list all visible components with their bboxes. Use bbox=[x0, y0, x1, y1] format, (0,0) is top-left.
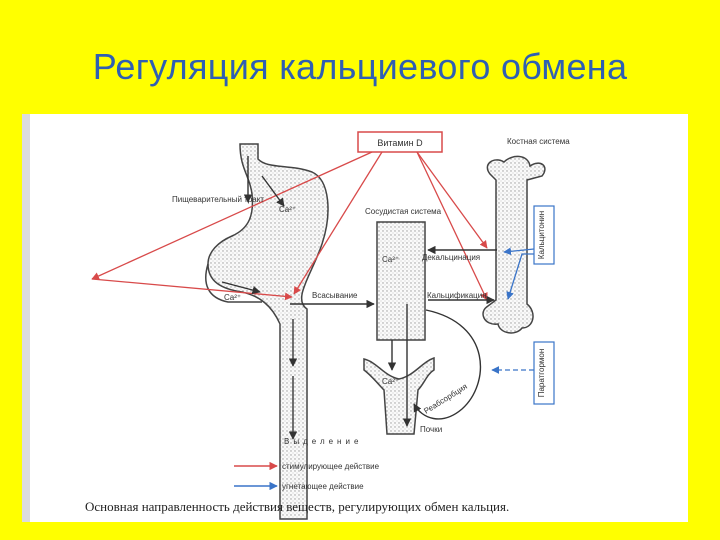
vitamin-d-label: Витамин D bbox=[377, 138, 423, 148]
intestine-loop bbox=[205, 263, 262, 303]
ca-ion-label-kidney: Ca²⁺ bbox=[382, 377, 399, 386]
bone-system-label: Костная система bbox=[507, 137, 570, 146]
stimulating-arrows bbox=[91, 151, 488, 301]
parathyroid-label: Паратгормон bbox=[537, 349, 546, 398]
diagram-legend: стимулирующее действие угнетающее действ… bbox=[234, 461, 380, 491]
calcitonin-label: Кальцитонин bbox=[537, 211, 546, 259]
calcification-label: Кальцификация bbox=[427, 291, 487, 300]
calcitonin-box bbox=[533, 205, 555, 265]
parathyroid-box bbox=[533, 341, 555, 405]
bone-shape bbox=[482, 155, 546, 334]
calcium-flow-arrows bbox=[221, 156, 497, 440]
circulatory-column bbox=[376, 221, 426, 341]
ca-ion-label-intestine: Ca²⁺ bbox=[224, 293, 241, 302]
digestive-tract-shape bbox=[207, 143, 329, 520]
figure-caption: Основная направленность действия веществ… bbox=[85, 499, 510, 514]
calcium-regulation-diagram: Витамин D Кальцитонин Паратгормон bbox=[22, 114, 570, 522]
reabsorption-label: Реабсорбция bbox=[422, 382, 469, 416]
ca-ion-label-stomach: Ca²⁺ bbox=[279, 205, 296, 214]
decalcification-label: Декальцинация bbox=[422, 253, 480, 262]
absorption-label: Всасывание bbox=[312, 291, 358, 300]
inhibiting-arrows bbox=[491, 247, 535, 374]
ca-ion-label-blood: Ca²⁺ bbox=[382, 255, 399, 264]
kidneys-label: Почки bbox=[420, 425, 442, 434]
legend-inhibiting-label: угнетающее действие bbox=[282, 482, 364, 491]
calcium-regulation-figure: Витамин D Кальцитонин Паратгормон bbox=[22, 114, 688, 522]
circulatory-system-label: Сосудистая система bbox=[365, 207, 442, 216]
kidney-shape bbox=[363, 356, 435, 435]
excretion-label: Выделение bbox=[284, 437, 362, 446]
slide-title: Регуляция кальциевого обмена bbox=[92, 46, 628, 87]
vitamin-d-box bbox=[357, 131, 443, 153]
legend-stimulating-label: стимулирующее действие bbox=[282, 462, 380, 471]
digestive-tract-label: Пищеварительный тракт bbox=[172, 195, 264, 204]
scan-shadow bbox=[22, 114, 30, 522]
